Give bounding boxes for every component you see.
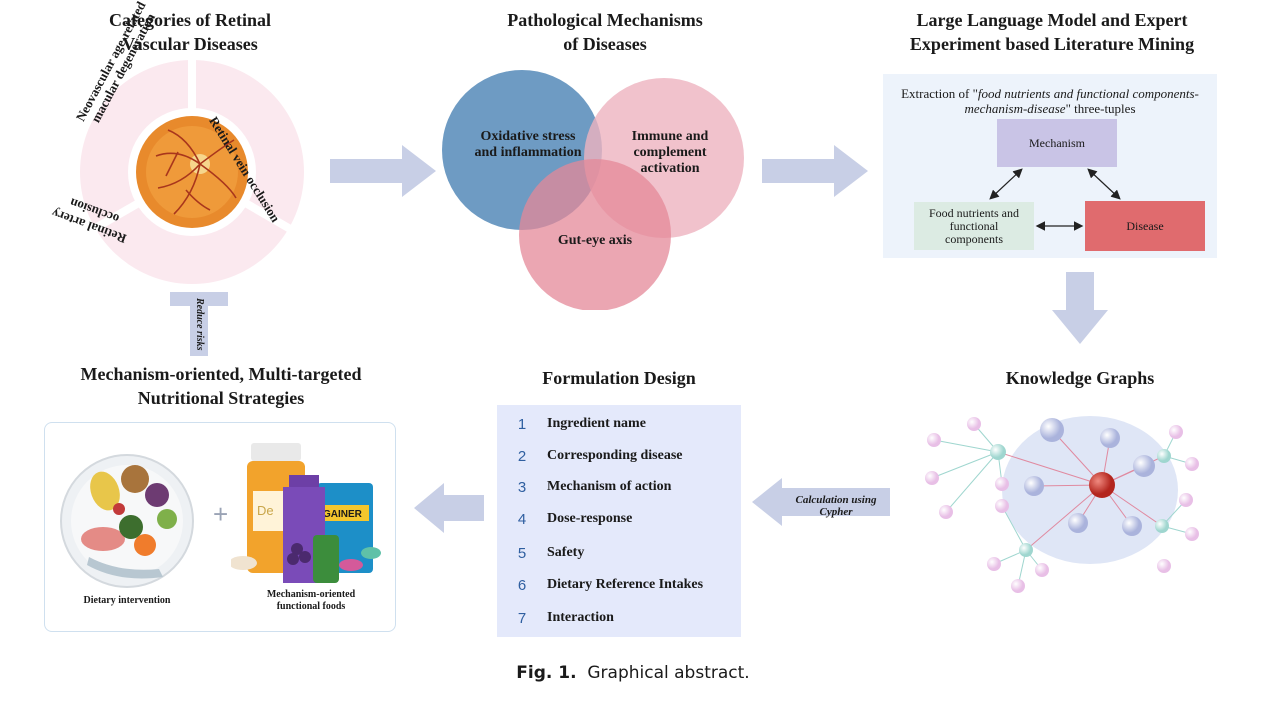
formulation-item: 7 Interaction [497,606,741,630]
svg-text:GAINER: GAINER [323,509,363,520]
item-number: 3 [517,478,527,496]
cypher-label: Calculation using Cypher [795,494,877,518]
formulation-item: 4 Dose-response [497,507,741,531]
mechanism-box: Mechanism [997,119,1117,167]
plus-sign: + [213,499,229,529]
item-number: 7 [517,609,527,627]
circle-immune: Immune and complement activation [631,129,709,176]
item-label: Ingredient name [547,416,646,431]
strategies-title: Mechanism-oriented, Multi-targeted Nutri… [80,364,362,408]
llm-title: Large Language Model and Expert Experime… [909,10,1195,54]
formulation-item: 2 Corresponding disease [497,444,741,468]
item-label: Safety [547,545,585,560]
retinal-disease-wheel [80,58,304,284]
flow-arrow-5 [414,483,484,533]
item-label: Mechanism of action [547,479,672,494]
item-label: Interaction [547,610,614,625]
formulation-item: 1 Ingredient name [497,412,741,436]
food-nutrients-box: Food nutrients and functional components [914,202,1034,250]
dietary-plate-illustration [60,454,194,588]
reduce-risks-connector [170,292,228,356]
svg-text:De: De [257,503,274,518]
dietary-intervention-label: Dietary intervention [83,595,171,606]
formulation-panel: 1 Ingredient name 2 Corresponding diseas… [497,405,741,637]
item-number: 2 [517,447,527,465]
item-number: 4 [517,510,527,528]
reduce-risks-label: Reduce risks [194,298,205,351]
functional-foods-illustration: De GAINER [231,443,381,583]
flow-arrow-1 [330,145,436,197]
item-label: Corresponding disease [547,448,683,463]
caption-text: Graphical abstract. [587,663,750,683]
categories-title: Categories of Retinal Vascular Diseases [109,10,271,54]
extraction-text: Extraction of "food nutrients and functi… [901,86,1199,116]
caption-label: Fig. 1. [516,663,577,683]
item-label: Dose-response [547,511,633,526]
circle-gut-eye: Gut-eye axis [557,233,633,248]
venn-diagram [442,70,744,310]
flow-arrow-3 [1052,272,1108,344]
disease-box: Disease [1085,201,1205,251]
item-number: 1 [517,415,527,433]
formulation-item: 6 Dietary Reference Intakes [497,573,741,597]
formulation-item: 3 Mechanism of action [497,475,741,499]
item-number: 5 [517,544,527,562]
figure-caption: Fig. 1. Graphical abstract. [0,663,1266,683]
functional-foods-label: Mechanism-oriented functional foods [266,589,356,612]
knowledge-graph-visual [925,416,1199,593]
strategies-panel: + De GAINER Dietary intervention Mechani… [44,422,396,632]
cypher-arrow [752,478,890,526]
knowledge-graphs-title: Knowledge Graphs [1005,368,1155,388]
circle-oxidative: Oxidative stress and inflammation [474,129,582,160]
item-number: 6 [517,576,527,594]
pathological-title: Pathological Mechanisms of Diseases [507,10,703,54]
formulation-title: Formulation Design [542,368,696,388]
llm-panel: Extraction of "food nutrients and functi… [883,74,1217,258]
triple-arrows [989,168,1121,231]
formulation-item: 5 Safety [497,541,741,565]
item-label: Dietary Reference Intakes [547,577,704,592]
flow-arrow-2 [762,145,868,197]
